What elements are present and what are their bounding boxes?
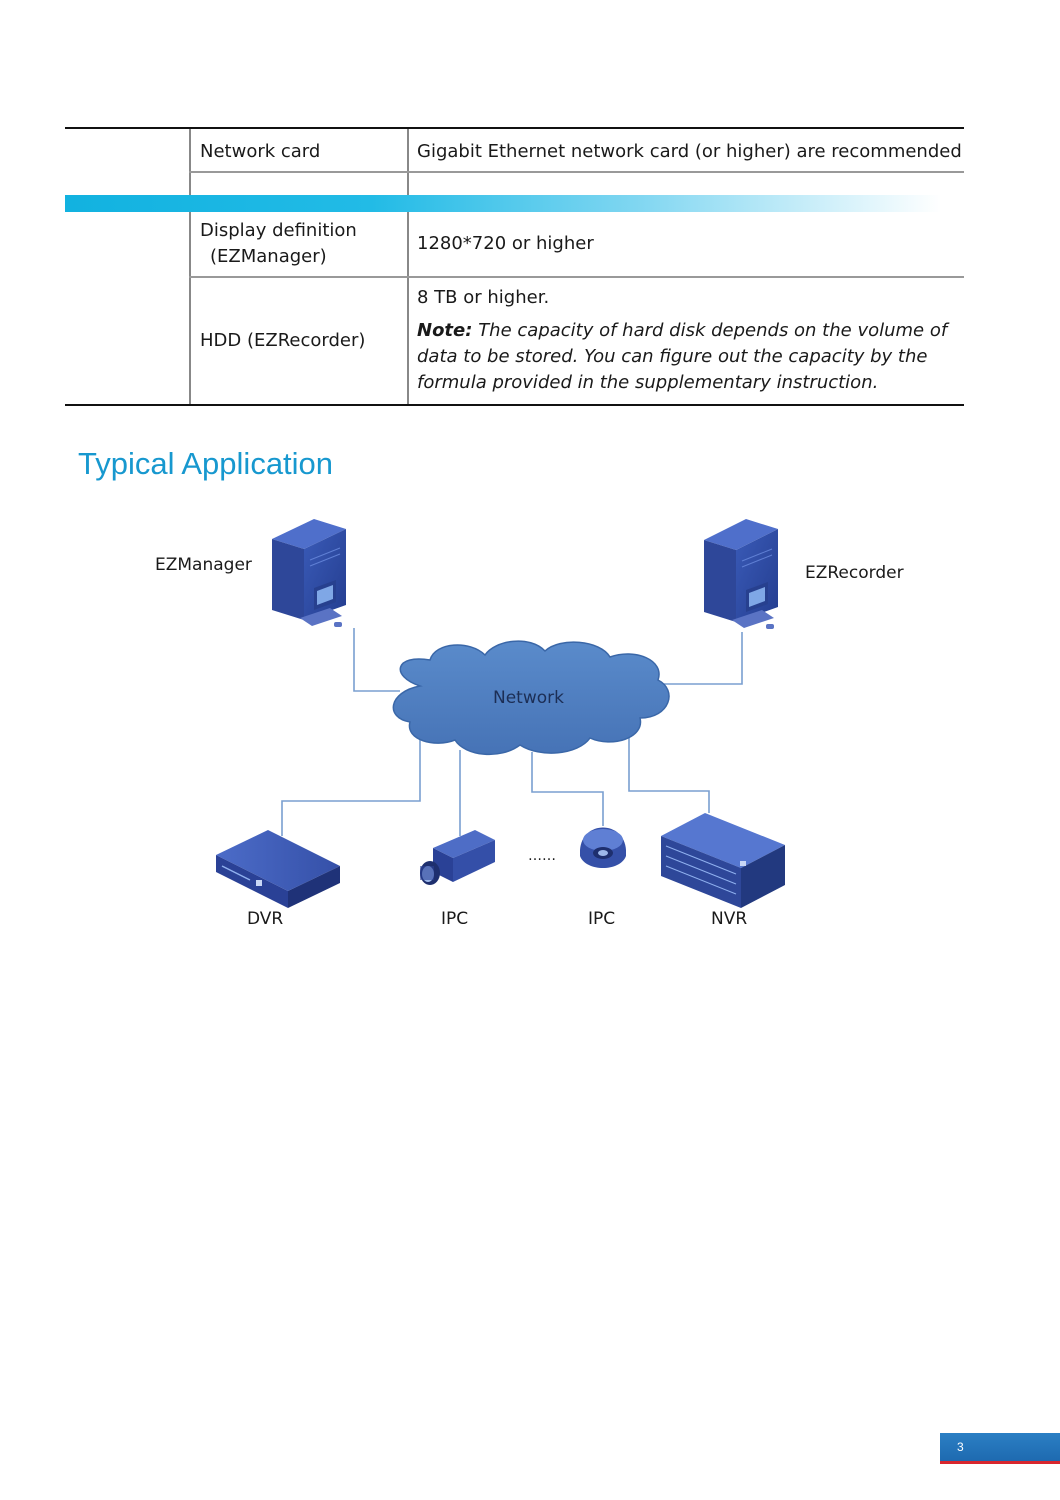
ipc-box-label: IPC [441,909,469,929]
connection-lines [281,628,743,836]
spec-table: Network card Gigabit Ethernet network ca… [65,127,964,406]
dvr-icon [216,830,340,908]
link-ezrecorder [664,632,743,685]
link-ezmanager [353,628,400,692]
section-title: Typical Application [78,446,334,481]
row-label-hdd: HDD (EZRecorder) [200,330,366,351]
ezrecorder-computer-icon [704,519,778,629]
nvr-label: NVR [711,909,748,929]
link-nvr [628,730,710,813]
ipc-dome-label: IPC [588,909,616,929]
row-divider [189,171,964,173]
row-note-hdd: Note: The capacity of hard disk depends … [417,318,957,396]
link-ipc2 [531,752,604,826]
ezrecorder-label: EZRecorder [805,563,904,583]
note-text: The capacity of hard disk depends on the… [417,320,948,393]
table-divider [189,129,191,404]
row-value-hdd: 8 TB or higher. [417,287,550,308]
note-prefix: Note: [417,320,473,341]
row-divider [189,276,964,278]
ipc-box-camera-icon [420,830,495,885]
ezmanager-computer-icon [272,519,346,627]
dvr-label: DVR [247,909,284,929]
row-label-display-definition-sub: (EZManager) [210,246,327,267]
nvr-icon [661,813,785,908]
row-value-display-definition: 1280*720 or higher [417,233,594,254]
link-dvr [281,735,421,836]
ellipsis-label: …… [528,848,556,864]
network-cloud [392,640,670,756]
accent-bar [65,195,941,212]
row-value-network-card: Gigabit Ethernet network card (or higher… [417,141,962,162]
row-label-display-definition: Display definition [200,220,357,241]
ipc-dome-camera-icon [580,827,626,868]
network-label: Network [493,688,564,708]
ezmanager-label: EZManager [155,555,252,575]
table-divider [407,129,409,404]
page-number: 3 [957,1440,964,1454]
row-label-network-card: Network card [200,141,321,162]
page-number-badge: 3 [940,1433,1060,1464]
